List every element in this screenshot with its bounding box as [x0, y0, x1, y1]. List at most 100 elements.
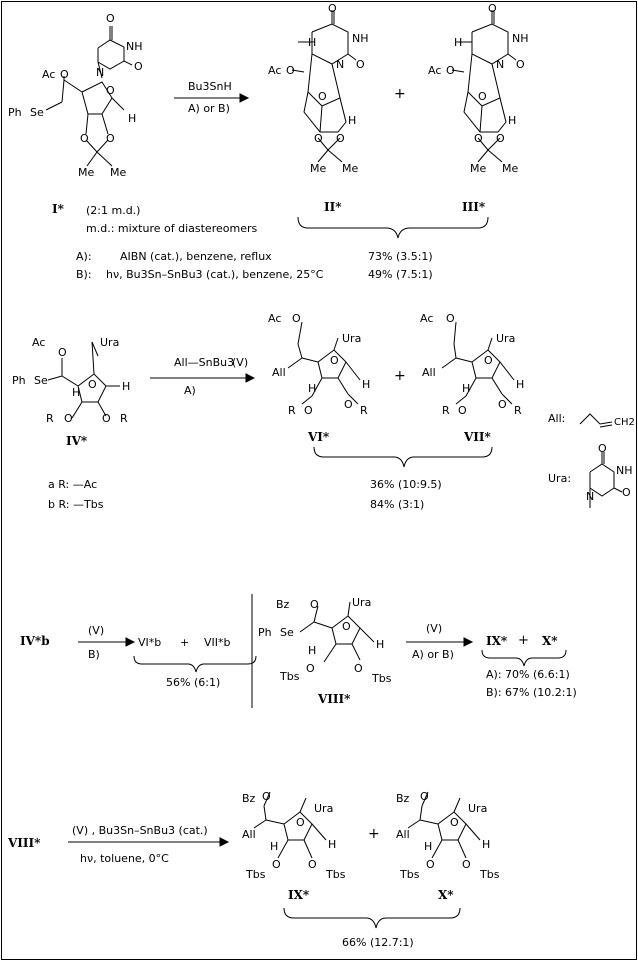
atom-label: O	[58, 346, 67, 359]
atom-label: O	[344, 398, 353, 411]
plus-sign: +	[518, 633, 529, 648]
atom-label: O	[354, 662, 363, 675]
atom-label: NH	[616, 464, 633, 477]
atom-label: Tbs	[246, 868, 266, 881]
atom-label: H	[270, 840, 279, 853]
atom-label: Me	[502, 162, 519, 175]
compound-VII-structure	[441, 321, 515, 405]
compound-IX-structure	[253, 791, 327, 859]
atom-label: O	[64, 412, 73, 425]
conditions-label: A) or B)	[412, 648, 454, 661]
atom-label: Ura	[314, 802, 334, 815]
atom-label: O	[330, 354, 339, 367]
atom-label: Me	[110, 166, 127, 179]
legend-ura-label: Ura:	[548, 472, 572, 485]
atom-label: All	[242, 828, 256, 841]
atom-label: O	[342, 620, 351, 633]
atom-label: Bz	[396, 792, 410, 805]
atom-label: Ura	[352, 596, 372, 609]
reagent-allyl-tin: All—SnBu3	[174, 356, 235, 369]
atom-label: H	[328, 838, 337, 851]
atom-label: Ura	[100, 336, 120, 349]
compound-label-IVb: IV*b	[20, 634, 50, 648]
atom-label: R	[514, 404, 522, 417]
atom-label: O	[106, 84, 115, 97]
yield-b-label: B): 67% (10.2:1)	[486, 686, 577, 699]
yield-a-label: A): 70% (6.6:1)	[486, 668, 570, 681]
atom-label: O	[458, 404, 467, 417]
atom-label: R	[288, 404, 296, 417]
compound-III-structure	[451, 10, 517, 163]
atom-label: O	[304, 404, 313, 417]
atom-label: O	[102, 412, 111, 425]
atom-label: Se	[30, 106, 44, 119]
atom-label: O	[496, 132, 505, 145]
atom-label: All	[272, 366, 286, 379]
yield-label: 66% (12.7:1)	[342, 936, 414, 949]
products-brace-4	[481, 649, 567, 667]
plus-sign: +	[180, 636, 190, 649]
atom-label: O	[426, 858, 435, 871]
atom-label: N	[496, 58, 505, 71]
atom-label: R	[442, 404, 450, 417]
condition-b-label: B):	[76, 268, 92, 281]
atom-label: O	[308, 858, 317, 871]
atom-label: NH	[126, 40, 143, 53]
atom-label: H	[308, 382, 317, 395]
condition-a-text: AIBN (cat.), benzene, reflux	[120, 250, 272, 263]
atom-label: O	[296, 816, 305, 829]
atom-label: Ac	[420, 312, 434, 325]
atom-label: O	[484, 354, 493, 367]
atom-label: NH	[352, 32, 369, 45]
atom-label: H	[308, 644, 317, 657]
atom-label: O	[106, 132, 115, 145]
atom-label: Me	[470, 162, 487, 175]
atom-label: NH	[512, 32, 529, 45]
atom-label: O	[272, 858, 281, 871]
products-brace-5	[283, 907, 461, 929]
allyl-legend-structure	[579, 413, 613, 425]
atom-label: O	[314, 132, 323, 145]
atom-label: O	[336, 132, 345, 145]
atom-label: O	[488, 2, 497, 15]
ratio-note: (2:1 m.d.)	[86, 204, 141, 217]
atom-label: Bz	[276, 598, 290, 611]
plus-sign: +	[368, 826, 380, 842]
atom-label: H	[454, 36, 463, 49]
atom-label: O	[420, 790, 429, 803]
compound-label-IX: IX*	[288, 888, 310, 902]
compound-label-VIII: VIII*	[318, 692, 351, 706]
atom-label: Se	[280, 626, 294, 639]
compound-label-III: III*	[462, 200, 486, 214]
atom-label: Ura	[496, 332, 516, 345]
products-brace-2	[313, 446, 493, 468]
condition-b-yield: 49% (7.5:1)	[368, 268, 433, 281]
atom-label: Ac	[428, 64, 442, 77]
atom-label: Ac	[42, 68, 56, 81]
atom-label: O	[478, 90, 487, 103]
atom-label: H	[122, 380, 131, 393]
atom-label: H	[516, 378, 525, 391]
atom-label: H	[424, 840, 433, 853]
variant-b: b R: —Tbs	[48, 498, 104, 511]
compound-II-structure	[291, 10, 357, 163]
atom-label: O	[60, 68, 69, 81]
conditions-label: B)	[88, 648, 100, 661]
atom-label: O	[80, 132, 89, 145]
plus-sign: +	[394, 368, 406, 384]
compound-label-VII: VII*	[464, 430, 491, 444]
atom-label: O	[328, 2, 337, 15]
atom-label: Ura	[342, 332, 362, 345]
compound-VI-structure	[287, 321, 361, 405]
plus-sign: +	[394, 86, 406, 102]
reagent-number: (V)	[232, 356, 249, 369]
atom-label: O	[498, 398, 507, 411]
compound-label-II: II*	[324, 200, 342, 214]
atom-label: O	[462, 858, 471, 871]
reagent-text: (V) , Bu3Sn–SnBu3 (cat.)	[72, 824, 208, 837]
compound-I-structure	[45, 26, 133, 167]
compound-IV-structure	[47, 341, 120, 419]
atom-label: H	[362, 378, 371, 391]
atom-label: H	[348, 114, 357, 127]
reagent-number: (V)	[88, 624, 105, 637]
